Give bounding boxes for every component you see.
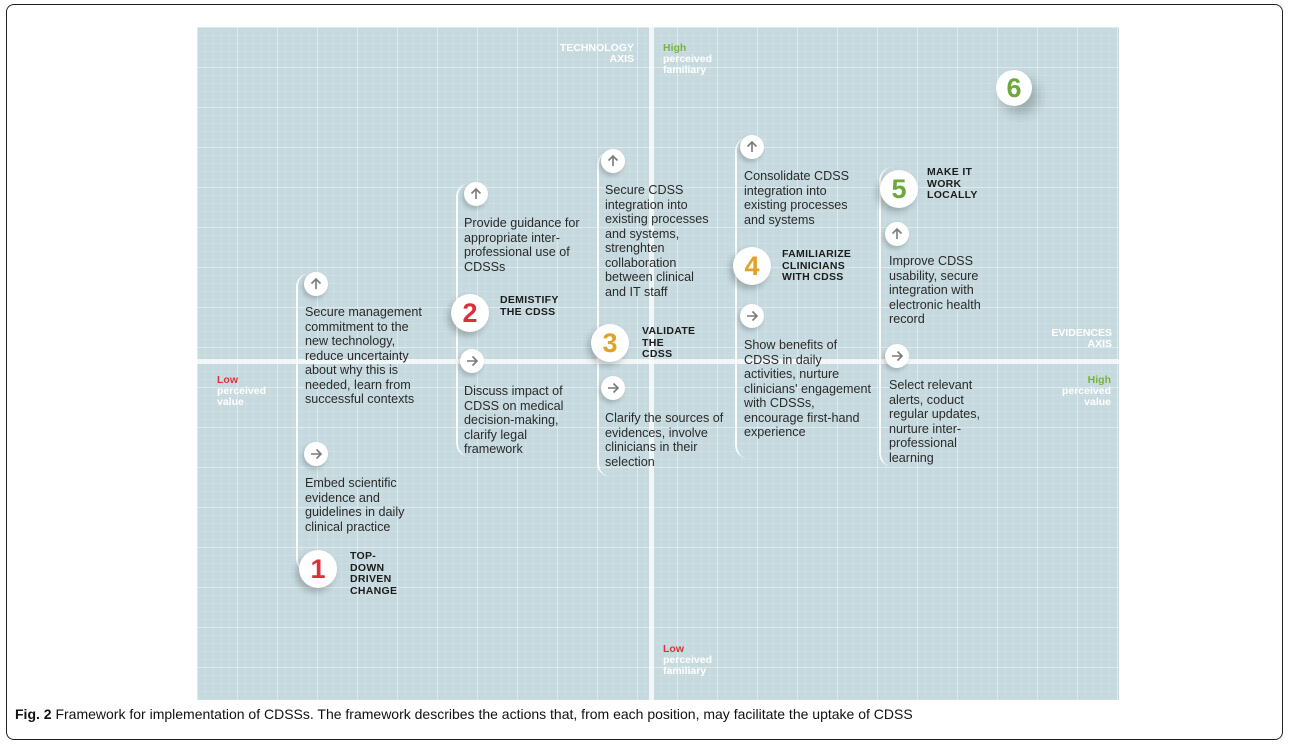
arrow-right-icon <box>740 304 764 328</box>
diagram-panel: TECHNOLOGY AXIS EVIDENCES AXIS High perc… <box>197 27 1119 700</box>
top-pole-desc: perceived familiary <box>663 53 713 76</box>
stage-5-label: MAKE IT WORK LOCALLY <box>927 166 978 201</box>
arrow-right-icon <box>304 442 328 466</box>
technology-axis-title: TECHNOLOGY AXIS <box>559 42 634 65</box>
arrow-up-icon <box>601 149 625 173</box>
left-pole-level: Low <box>217 374 238 386</box>
arrow-up-icon <box>304 272 328 296</box>
stage-3-evidence-action: Clarify the sources of evidences, involv… <box>605 411 724 469</box>
stage-3-label: VALIDATE THE CDSS <box>642 325 696 360</box>
top-pole-level: High <box>663 42 687 54</box>
stage-2-label: DEMISTIFY THE CDSS <box>500 294 559 318</box>
right-pole: High perceived value <box>1027 375 1111 408</box>
stage-1-tech-action: Secure management commitment to the new … <box>305 305 422 406</box>
bottom-pole-level: Low <box>663 643 684 655</box>
stage-1-evidence-action: Embed scientific evidence and guidelines… <box>305 476 405 534</box>
arrow-right-icon <box>885 344 909 368</box>
stage-6-number: 6 <box>996 70 1032 106</box>
evidences-axis-line <box>197 359 1119 364</box>
left-pole-desc: perceived value <box>217 385 267 408</box>
right-pole-level: High <box>1087 374 1111 386</box>
stage-4-tech-action: Consolidate CDSS integration into existi… <box>744 169 849 227</box>
stage-1-arc <box>296 273 318 573</box>
stage-1-number: 1 <box>299 550 337 588</box>
stage-3-number: 3 <box>591 324 629 362</box>
stage-5-number: 5 <box>880 170 918 208</box>
caption-label: Fig. 2 <box>15 706 52 722</box>
stage-4-number: 4 <box>733 247 771 285</box>
stage-4-evidence-action: Show benefits of CDSS in daily activitie… <box>744 338 872 439</box>
evidences-axis-title: EVIDENCES AXIS <box>1051 327 1112 350</box>
stage-5-tech-action: Improve CDSS usability, secure integrati… <box>889 254 981 326</box>
stage-4-arc <box>735 137 757 459</box>
right-pole-desc: perceived value <box>1061 385 1111 408</box>
arrow-right-icon <box>601 376 625 400</box>
figure-frame <box>6 4 1283 740</box>
technology-axis-line <box>649 27 654 700</box>
stage-2-evidence-action: Discuss impact of CDSS on medical decisi… <box>464 384 564 456</box>
stage-3-arc <box>597 151 619 477</box>
arrow-up-icon <box>885 222 909 246</box>
stage-5-arc <box>879 167 901 467</box>
stage-2-number: 2 <box>451 294 489 332</box>
bottom-pole: Low perceived familiary <box>663 644 712 677</box>
stage-4-label: FAMILIARIZE CLINICIANS WITH CDSS <box>782 248 852 283</box>
arrow-right-icon <box>460 349 484 373</box>
bottom-pole-desc: perceived familiary <box>663 654 713 677</box>
top-pole: High perceived familiary <box>663 43 712 76</box>
arrow-up-icon <box>464 182 488 206</box>
arrow-up-icon <box>740 135 764 159</box>
figure-caption: Fig. 2 Framework for implementation of C… <box>15 706 1275 722</box>
stage-5-evidence-action: Select relevant alerts, coduct regular u… <box>889 378 981 465</box>
caption-text: Framework for implementation of CDSSs. T… <box>55 706 913 722</box>
stage-2-tech-action: Provide guidance for appropriate inter-p… <box>464 216 580 274</box>
stage-1-label: TOP-DOWN DRIVEN CHANGE <box>350 550 398 597</box>
left-pole: Low perceived value <box>217 375 266 408</box>
stage-3-tech-action: Secure CDSS integration into existing pr… <box>605 183 709 299</box>
